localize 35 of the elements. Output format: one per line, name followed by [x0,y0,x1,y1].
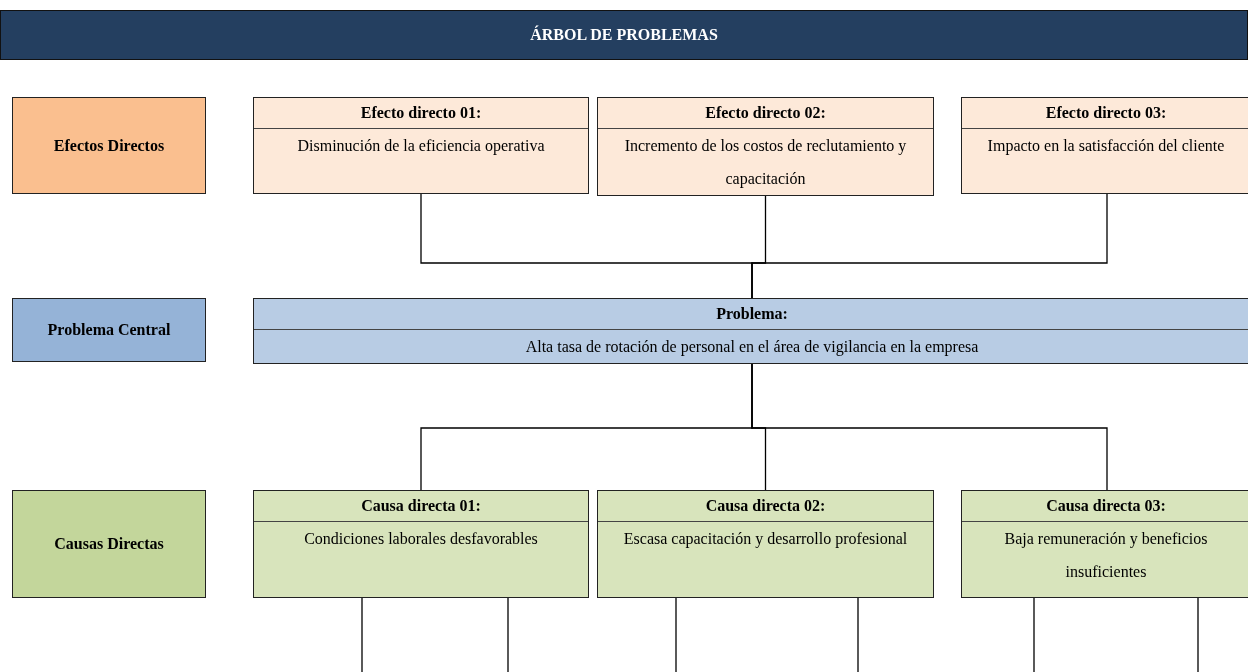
connector-line [751,193,1108,299]
connector-line [675,597,677,672]
box-text: Baja remuneración y beneficios insuficientes [1003,529,1209,582]
box-text: Escasa capacitación y desarrollo profesional [622,529,909,550]
box-text: Condiciones laborales desfavorables [303,529,539,549]
connector-line [507,597,509,672]
box-heading: Causa directa 02: [598,491,933,522]
cause-box [253,490,589,598]
connector-line [361,597,363,672]
box-heading: Efecto directo 02: [598,98,933,129]
connector-line [1197,597,1199,672]
row-heading: Efectos Directos [53,136,165,155]
problem-box [253,298,1248,364]
box-heading: Efecto directo 03: [962,98,1248,129]
row-label-box [12,298,206,362]
cause-box [961,490,1248,598]
row-label-box [12,97,206,194]
effect-box [253,97,589,194]
box-heading: Causa directa 01: [254,491,588,522]
cause-box [597,490,934,598]
effect-box [597,97,934,196]
box-text: Impacto en la satisfacción del cliente [986,136,1226,157]
box-text: Alta tasa de rotación de personal en el área de vigilancia en la empresa [524,337,980,358]
box-text: Disminución de la eficiencia operativa [296,136,546,157]
row-label-box [12,490,206,598]
box-text: Incremento de los costos de reclutamiento y capacitación [623,136,908,190]
row-heading: Causas Directas [54,535,164,553]
title-banner: ÁRBOL DE PROBLEMAS [0,10,1248,60]
connector-line [857,597,859,672]
connector-line [1033,597,1035,672]
row-heading: Problema Central [47,321,171,339]
box-heading: Problema: [254,299,1248,330]
box-heading: Efecto directo 01: [254,98,588,129]
box-heading: Causa directa 03: [962,491,1248,522]
effect-box [961,97,1248,194]
